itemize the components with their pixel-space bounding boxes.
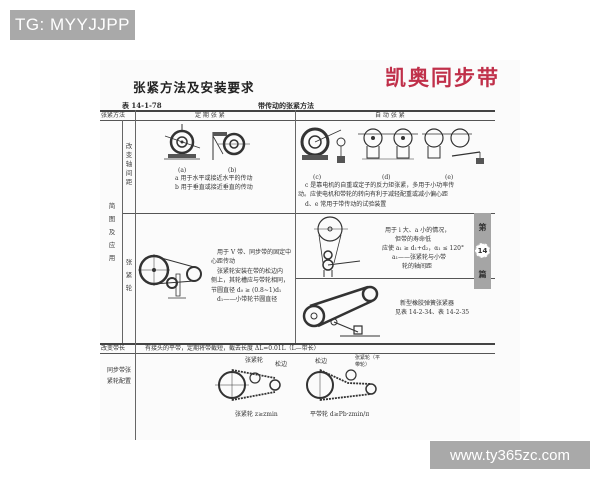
auto-idler-note-5: 轮的轴间距 xyxy=(402,263,433,270)
header-method: 张紧方法 xyxy=(101,112,126,119)
figure-sync-idler-outside xyxy=(303,365,383,405)
sync-label-slack: 松边 xyxy=(275,361,288,368)
auto-idler-note-3: 应使 a₁ ≥ d₁+d₂，α₁ ≤ 120° xyxy=(382,245,465,252)
col-divider-1 xyxy=(122,120,123,343)
row-divider-auto xyxy=(295,278,495,279)
row-label-belt-length: 改变带长 xyxy=(101,345,126,352)
idler-note-5: 节圆直径 d₀ ≥ (0.8~1)d₁ xyxy=(211,287,282,294)
chapter-side-tab: 第 14 篇 xyxy=(474,213,491,289)
auto-idler-note-2: 但带的寿命低 xyxy=(395,236,432,243)
header-fixed: 定 期 张 紧 xyxy=(195,112,225,119)
figure-c-pendulum-motor xyxy=(297,124,352,163)
col-divider-3 xyxy=(295,110,296,343)
figure-a-motor-horizontal xyxy=(160,124,205,164)
idler-note-3: 张紧轮安装在带的松边内 xyxy=(217,268,284,275)
rubber-tensioner-note-2: 见表 14-2-34、表 14-2-35 xyxy=(395,309,470,316)
row-label-sync-idler: 同步带张紧轮配置 xyxy=(107,367,132,385)
figure-e-test-rig-weight xyxy=(422,126,484,164)
auto-idler-note-4: a₁——张紧轮与小带 xyxy=(392,254,446,261)
brand-title: 凯奥同步带 xyxy=(385,66,500,90)
header-bottom-rule xyxy=(100,120,495,121)
table-top-rule xyxy=(100,110,495,112)
watermark-bottom-right: www.ty365zc.com xyxy=(430,441,590,469)
figure-sync-idler-inside xyxy=(215,365,295,405)
header-auto: 自 动 张 紧 xyxy=(375,112,405,119)
chapter-number-badge: 14 xyxy=(475,243,490,259)
auto-note-1: c 是靠电机的自重或定子的反力矩张紧，多用于小功率传 xyxy=(305,182,455,189)
sync-caption-left: 张紧轮 z≥zmin xyxy=(235,411,278,418)
sync-label-idler: 张紧轮 xyxy=(245,357,264,364)
section-heading: 张紧方法及安装要求 xyxy=(133,80,255,95)
row-divider-2 xyxy=(100,343,495,345)
fig-label-b: (b) xyxy=(228,167,237,174)
note-b: b 用于垂直或接近垂直的传动 xyxy=(175,184,253,191)
idler-note-2: 心距传动 xyxy=(211,258,236,265)
fig-label-a: (a) xyxy=(178,167,187,174)
row-label-idler: 张紧轮 xyxy=(125,258,133,292)
figure-b-motor-vertical xyxy=(208,132,253,164)
figure-idler-fixed xyxy=(138,250,203,305)
note-a: a 用于水平或接近水平的传动 xyxy=(175,175,253,182)
idler-note-6: d₁——小带轮节圆直径 xyxy=(217,296,278,303)
auto-idler-note-1: 用于 i 大、a 小的情况， xyxy=(385,227,451,234)
table-title: 带传动的张紧方法 xyxy=(258,101,314,110)
idler-note-1: 用于 V 带、同步带的固定中 xyxy=(217,249,292,256)
auto-note-3: d、e 常用于带传动的试验装置 xyxy=(305,201,387,208)
figure-rubber-spring-tensioner xyxy=(300,282,385,340)
watermark-top-left: TG: MYYJJPP xyxy=(10,10,135,40)
row-group-label: 简图及应用 xyxy=(108,202,116,262)
fig-label-e: (e) xyxy=(445,174,454,181)
idler-note-4: 侧上，其轮槽应与带轮相同， xyxy=(211,277,290,284)
rubber-tensioner-note-1: 新型橡胶弹簧张紧器 xyxy=(400,300,455,307)
col-divider-2 xyxy=(135,110,136,440)
belt-length-note: 有接头的平带，定期将带截短，截去长度 ΔL=0.01L（L—带长） xyxy=(145,345,320,352)
auto-note-2: 动。应使电机和带轮的转向有利于减轻配重或减小偏心距 xyxy=(298,191,449,198)
figure-idler-auto-vertical xyxy=(310,215,365,280)
document-page: 张紧方法及安装要求 凯奥同步带 表 14-1-78 带传动的张紧方法 张紧方法 … xyxy=(100,60,520,440)
fig-label-d: (d) xyxy=(382,174,391,181)
chapter-tab-top: 第 xyxy=(478,223,487,233)
fig-label-c: (c) xyxy=(313,174,322,181)
figure-d-test-rig xyxy=(358,126,418,166)
row-divider-3 xyxy=(100,353,495,354)
row-divider-1 xyxy=(122,213,495,214)
chapter-tab-bottom: 篇 xyxy=(478,269,487,279)
sync-label-slack-2: 松边 xyxy=(315,358,328,365)
table-number: 表 14-1-78 xyxy=(122,101,162,110)
sync-caption-right: 平带轮 d≥Pb·zmin/π xyxy=(310,411,370,418)
sync-label-idler-flat: 张紧轮（平带轮） xyxy=(355,355,381,368)
row-label-center-distance: 改变轴间距 xyxy=(125,142,133,186)
